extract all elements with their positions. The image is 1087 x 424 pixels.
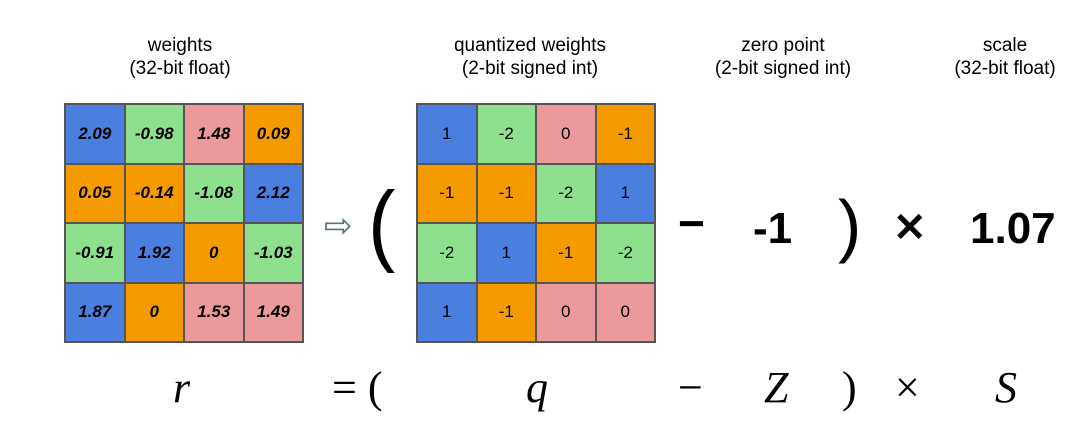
quantized-cell: -1 [476,163,536,223]
weights-header-title: weights [147,35,213,56]
zero-point-header-type: (2-bit signed int) [714,58,852,79]
quantized-cell: -1 [595,104,655,164]
formula-close-paren: ) [842,363,857,412]
quantized-cell: -1 [476,282,536,342]
quantized-cell: -2 [417,223,477,283]
quantized-header: quantized weights (2-bit signed int) [430,34,630,80]
weight-cell: 0 [184,223,244,283]
open-paren: ( [368,174,396,275]
formula-times: × [895,363,920,412]
minus-sign: − [678,197,705,249]
close-paren: ) [838,186,862,264]
weight-cell: 1.87 [65,282,125,342]
weight-cell: 1.49 [243,282,303,342]
quantized-cell: 0 [536,104,596,164]
weight-cell: 2.09 [65,104,125,164]
formula-r: r [173,363,191,412]
times-sign: ✕ [893,206,927,250]
weights-header-type: (32-bit float) [129,58,231,79]
arrow-icon: ⇨ [324,207,353,245]
formula-minus: − [678,363,703,412]
formula-z: Z [764,363,789,412]
weight-cell: 1.92 [124,223,184,283]
quantized-cell: 0 [595,282,655,342]
quantized-header-type: (2-bit signed int) [461,58,599,79]
quantized-cell: 1 [417,104,477,164]
quantized-cell: 1 [417,282,477,342]
weight-cell: 2.12 [243,163,303,223]
formula-q: q [526,363,548,412]
quantized-cell: -2 [595,223,655,283]
weight-cell: -0.98 [124,104,184,164]
weight-cell: -1.08 [184,163,244,223]
weight-cell: 0.09 [243,104,303,164]
quantized-cell: -1 [536,223,596,283]
zero-point-header: zero point (2-bit signed int) [683,34,883,80]
weight-cell: -0.91 [65,223,125,283]
weight-cell: 1.53 [184,282,244,342]
weight-cell: -1.03 [243,223,303,283]
formula-equals-paren: = ( [332,363,383,412]
quantized-cell: -2 [476,104,536,164]
formula-s: S [995,363,1017,412]
weight-cell: 1.48 [184,104,244,164]
quantized-cell: -1 [417,163,477,223]
weights-header: weights (32-bit float) [105,34,255,80]
scale-header-title: scale [982,35,1028,56]
quantized-header-title: quantized weights [453,35,607,56]
scale-value: 1.07 [970,204,1056,253]
quantized-cell: -2 [536,163,596,223]
scale-header: scale (32-bit float) [930,34,1080,80]
zero-point-header-title: zero point [741,35,825,56]
quantized-cell: 1 [595,163,655,223]
weight-cell: -0.14 [124,163,184,223]
scale-header-type: (32-bit float) [954,58,1056,79]
quantized-cell: 1 [476,223,536,283]
quantized-cell: 0 [536,282,596,342]
zero-point-value: -1 [753,204,793,253]
weight-cell: 0.05 [65,163,125,223]
weight-cell: 0 [124,282,184,342]
